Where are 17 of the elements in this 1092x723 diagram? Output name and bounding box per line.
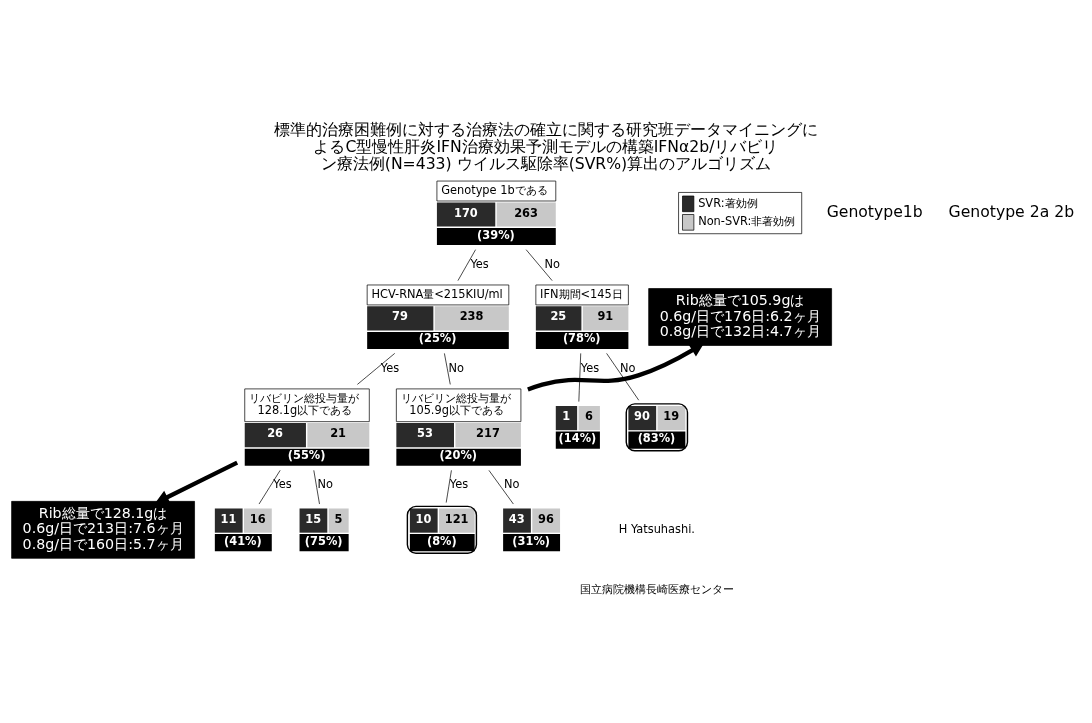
edge-label: Yes (470, 256, 489, 271)
legend-label: Non-SVR:非著効例 (698, 214, 796, 229)
edge-label: No (317, 477, 333, 492)
edge-label: No (544, 256, 560, 271)
edge-label: No (619, 360, 636, 375)
edge-label: Yes (273, 477, 292, 492)
label: 国立病院機構長崎医療センター (579, 582, 734, 597)
label: Genotype1b (826, 202, 923, 222)
edge-label: Yes (580, 360, 600, 375)
edge-label: Yes (380, 360, 400, 375)
diagram-title: 標準的治療困難例に対する治療法の確立に関する研究班データマイニングによるC型慢性肝炎IFN治療効果予測モデルの構築IFNα2b/リバビリン療法例(N=433) ウイルス駆除率(SVR%)算出のアルゴリズム (274, 120, 818, 174)
edge-label: Yes (449, 477, 469, 492)
label: H Yatsuhashi. (618, 521, 695, 536)
label: Genotype 2a 2b (948, 202, 1075, 222)
legend-label: SVR:著効例 (698, 195, 758, 210)
edge-label: No (503, 477, 520, 492)
edge-label: No (448, 360, 464, 375)
